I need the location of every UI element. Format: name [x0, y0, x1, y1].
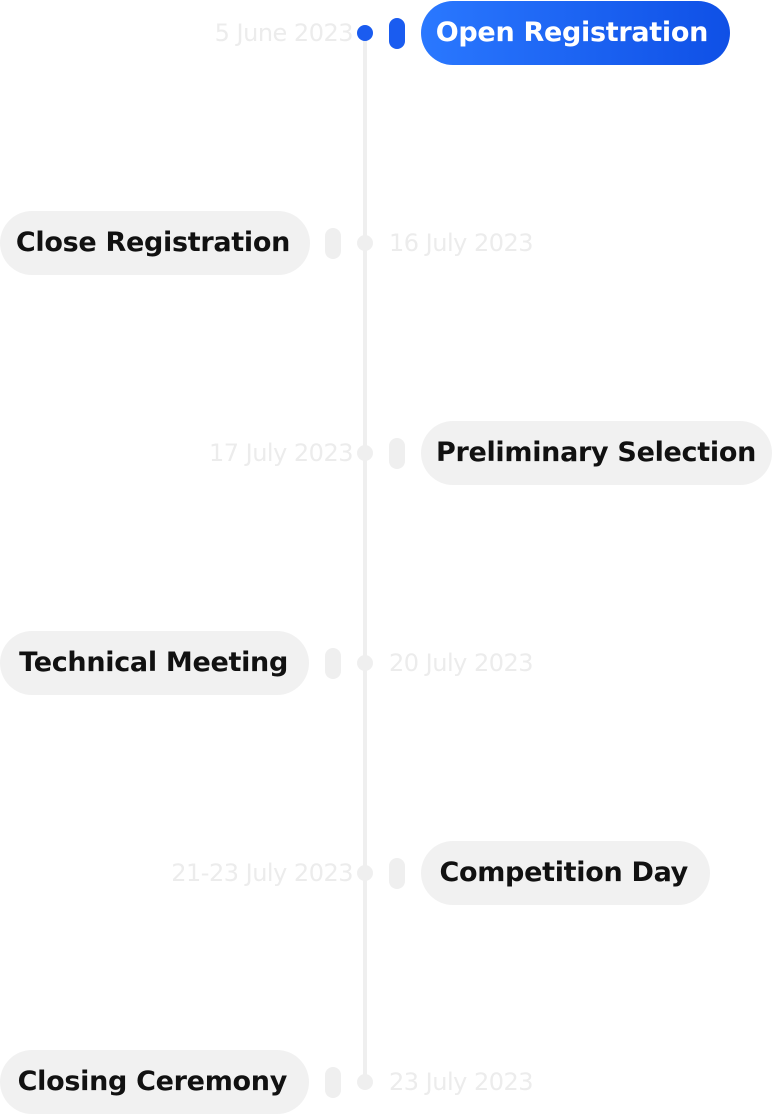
event-title-pill[interactable]: Closing Ceremony [0, 1050, 309, 1114]
event-date: 17 July 2023 [208, 439, 354, 467]
timeline-line [363, 33, 367, 1081]
event-title: Closing Ceremony [17, 1066, 288, 1097]
timeline-connector [389, 18, 405, 49]
timeline-event-closing-ceremony: Closing Ceremony 23 July 2023 [0, 1050, 773, 1114]
event-title-pill[interactable]: Preliminary Selection [421, 421, 772, 485]
timeline-dot [357, 865, 373, 881]
event-title: Preliminary Selection [435, 437, 756, 468]
timeline-event-technical-meeting: Technical Meeting 20 July 2023 [0, 631, 773, 695]
event-title: Close Registration [15, 227, 290, 258]
timeline-dot [357, 25, 373, 41]
event-title-pill[interactable]: Competition Day [421, 841, 710, 905]
timeline-dot [357, 445, 373, 461]
timeline-dot [357, 655, 373, 671]
timeline-event-competition-day: 21-23 July 2023 Competition Day [0, 841, 773, 905]
timeline-event-preliminary-selection: 17 July 2023 Preliminary Selection [0, 421, 773, 485]
timeline-connector [325, 1067, 341, 1098]
timeline-event-open-registration: 5 June 2023 Open Registration [0, 1, 773, 65]
event-date: 20 July 2023 [389, 649, 534, 677]
event-date: 16 July 2023 [389, 229, 534, 257]
event-date: 5 June 2023 [214, 19, 354, 47]
timeline-dot [357, 235, 373, 251]
timeline-dot [357, 1074, 373, 1090]
event-title-pill[interactable]: Close Registration [0, 211, 310, 275]
timeline-connector [389, 438, 405, 469]
timeline-connector [325, 648, 341, 679]
event-title-pill[interactable]: Technical Meeting [0, 631, 309, 695]
event-title: Competition Day [439, 857, 688, 888]
timeline-event-close-registration: Close Registration 16 July 2023 [0, 211, 773, 275]
event-title: Technical Meeting [19, 647, 288, 678]
timeline-connector [389, 858, 405, 889]
event-date: 21-23 July 2023 [171, 859, 353, 887]
event-title-pill[interactable]: Open Registration [421, 1, 730, 65]
event-title: Open Registration [435, 17, 709, 48]
timeline-connector [325, 228, 341, 259]
event-date: 23 July 2023 [389, 1068, 534, 1096]
